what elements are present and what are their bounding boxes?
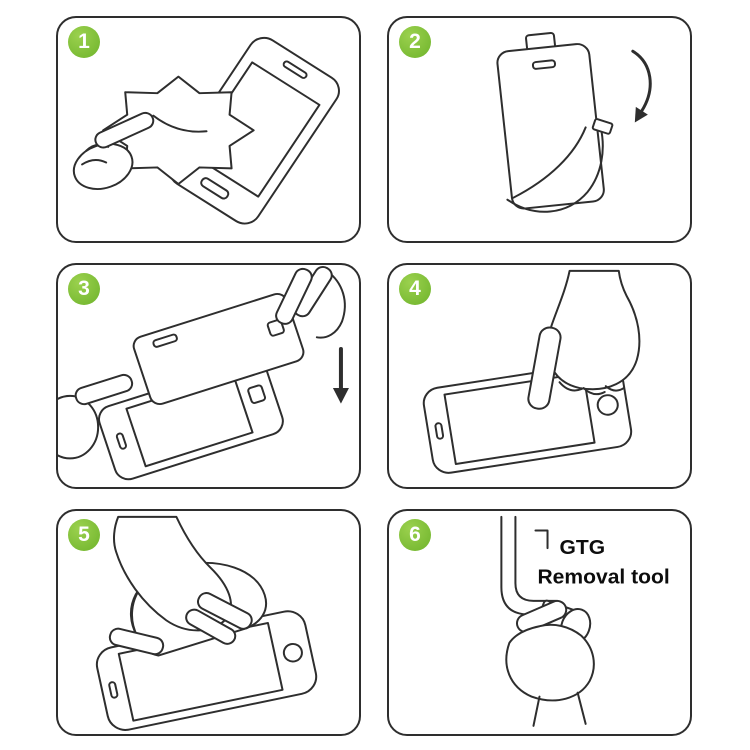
- step-3-illustration: [58, 265, 349, 480]
- step-2-illustration: [496, 32, 652, 213]
- arrow-down-icon: [332, 346, 349, 404]
- tool-label-line2: Removal tool: [537, 566, 669, 589]
- label-leader-line: [534, 529, 549, 550]
- index-finger: [527, 326, 562, 410]
- step-1-panel: 1: [56, 16, 361, 243]
- thumb: [58, 373, 134, 459]
- step-3-badge: 3: [68, 272, 100, 305]
- step-4-illustration: [422, 269, 641, 474]
- thumb: [108, 628, 165, 656]
- step-2-badge: 2: [399, 26, 431, 58]
- step-1-badge: 1: [68, 26, 100, 58]
- smoothing-hand: [108, 516, 253, 656]
- protector-sheet: [496, 32, 605, 210]
- step-6-panel: 6 GTG Removal tool: [387, 509, 692, 736]
- pressing-hand: [527, 269, 641, 410]
- step-1-illustration: [72, 36, 340, 225]
- step-4-panel: 4: [387, 262, 692, 490]
- removal-tool-hand: [505, 600, 595, 728]
- step-5-panel: 5: [56, 509, 361, 736]
- step-2-panel: 2: [387, 16, 692, 243]
- step-6-illustration: GTG Removal tool: [500, 516, 670, 728]
- step-4-badge: 4: [399, 272, 431, 305]
- hand: [72, 111, 155, 190]
- tool-label-line1: GTG: [560, 537, 606, 560]
- holding-hand: [275, 265, 346, 339]
- step-3-panel: 3: [56, 262, 361, 490]
- step-5-badge: 5: [68, 519, 100, 552]
- glass-protector: [132, 292, 305, 405]
- step-5-illustration: [95, 516, 318, 732]
- peeling-film: [506, 118, 614, 213]
- curved-arrow-down-icon: [631, 49, 652, 123]
- step-6-badge: 6: [399, 519, 431, 552]
